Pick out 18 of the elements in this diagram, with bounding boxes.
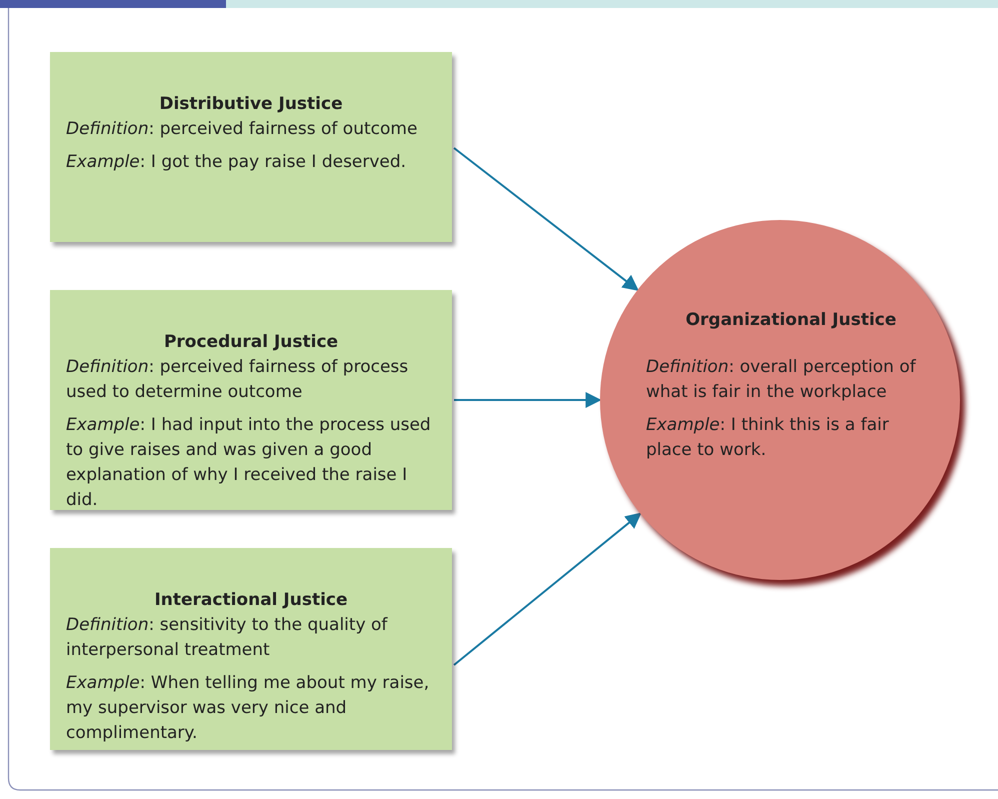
heading: Interactional Justice [153,589,349,612]
example-text: Example: I think this is a fair place to work. [646,414,890,462]
example-text: Example: I had input into the process used to give raises and was given a good explanation of why I received the raise I did. [66,414,432,512]
definition-text: Definition: perceived fairness of process used to determine outcome [66,356,410,404]
example-text: Example: I got the pay raise I deserved. [66,151,408,174]
arrow [454,392,602,408]
definition-text: Definition: sensitivity to the quality of interpersonal treatment [66,614,389,662]
concept-box [50,52,452,242]
heading: Distributive Justice [158,93,344,116]
heading: Procedural Justice [162,331,340,354]
definition-text: Definition: perceived fairness of outcome [66,118,418,141]
heading: Organizational Justice [684,309,898,332]
definition-text: Definition: overall perception of what is fair in the workplace [646,356,917,404]
arrow [453,147,639,291]
concept-box [50,290,452,510]
concept-box [50,548,452,750]
arrow [453,512,642,666]
example-text: Example: When telling me about my raise, my supervisor was very nice and complimentary. [66,672,430,745]
